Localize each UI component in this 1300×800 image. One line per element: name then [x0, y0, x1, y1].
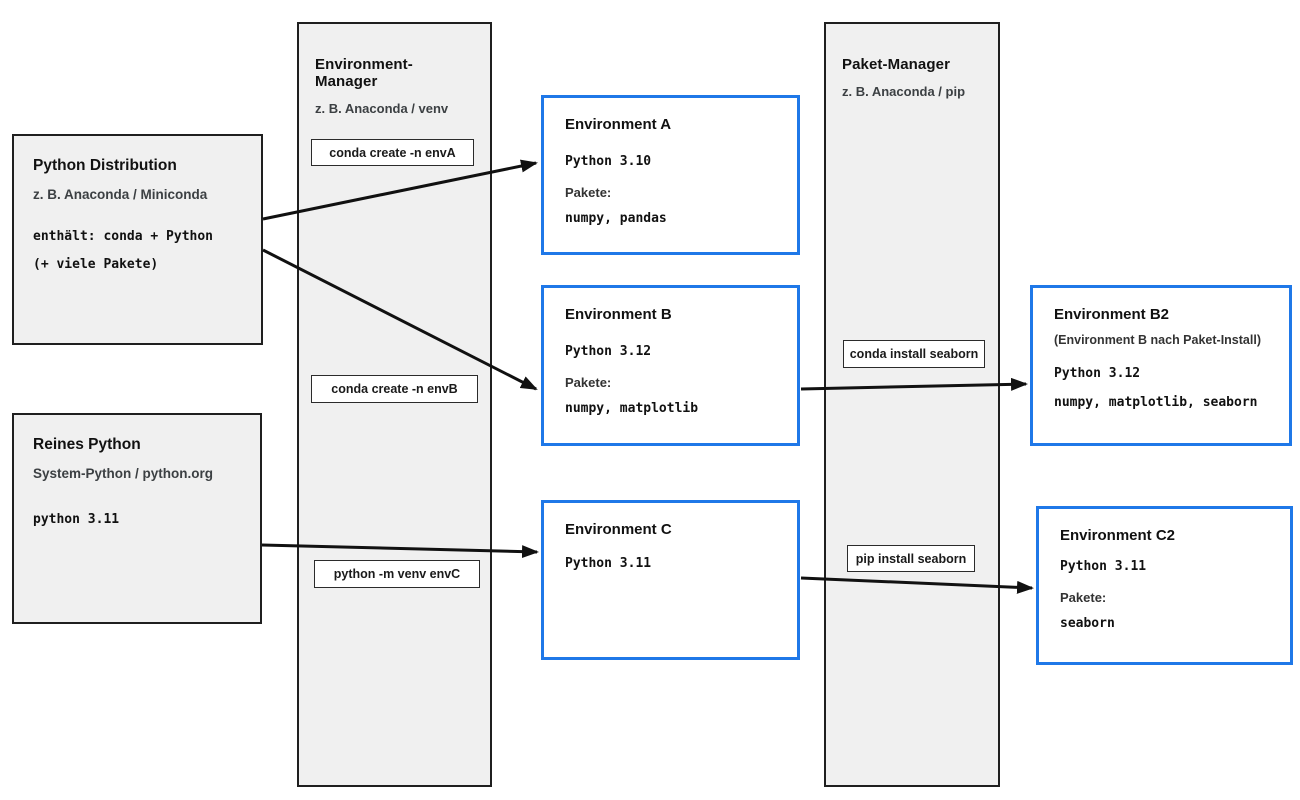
environment-b2-box: Environment B2 (Environment B nach Paket… [1030, 285, 1292, 446]
environment-manager-title: Environment-Manager [315, 56, 413, 90]
environment-c2-box: Environment C2 Python 3.11 Pakete: seabo… [1036, 506, 1293, 665]
environment-b-pakete-label: Pakete: [565, 375, 612, 390]
python-distribution-subtitle: z. B. Anaconda / Miniconda [33, 187, 208, 202]
environment-c-box: Environment C Python 3.11 [541, 500, 800, 660]
reines-python-subtitle: System-Python / python.org [33, 466, 214, 481]
environment-b-box: Environment B Python 3.12 Pakete: numpy,… [541, 285, 800, 446]
environment-c2-pakete-label: Pakete: [1060, 590, 1107, 605]
environment-b2-title: Environment B2 [1054, 306, 1170, 323]
environment-a-packages: numpy, pandas [565, 211, 667, 226]
paket-manager-title: Paket-Manager [842, 56, 951, 73]
environment-b-python-version: Python 3.12 [565, 344, 652, 359]
environment-b2-packages: numpy, matplotlib, seaborn [1054, 395, 1258, 410]
command-conda-install-seaborn: conda install seaborn [843, 340, 985, 368]
environment-c2-title: Environment C2 [1060, 527, 1176, 544]
python-distribution-contents-line: enthält: conda + Python [33, 229, 214, 244]
environment-b2-subtitle: (Environment B nach Paket-Install) [1054, 333, 1261, 347]
environment-a-title: Environment A [565, 116, 672, 133]
environment-a-python-version: Python 3.10 [565, 154, 652, 169]
environment-b2-python-version: Python 3.12 [1054, 366, 1141, 381]
environment-c2-python-version: Python 3.11 [1060, 559, 1147, 574]
paket-manager-subtitle: z. B. Anaconda / pip [842, 84, 966, 99]
environment-c2-packages: seaborn [1060, 616, 1115, 631]
environment-c-python-version: Python 3.11 [565, 556, 652, 571]
python-distribution-box: Python Distribution z. B. Anaconda / Min… [12, 134, 263, 345]
reines-python-title: Reines Python [33, 436, 141, 453]
python-distribution-title: Python Distribution [33, 157, 177, 174]
reines-python-box: Reines Python System-Python / python.org… [12, 413, 262, 624]
reines-python-version-line: python 3.11 [33, 512, 120, 527]
environment-b-title: Environment B [565, 306, 672, 323]
environment-b-packages: numpy, matplotlib [565, 401, 699, 416]
paket-manager-column: Paket-Manager z. B. Anaconda / pip [824, 22, 1000, 787]
environment-a-box: Environment A Python 3.10 Pakete: numpy,… [541, 95, 800, 255]
environment-c-title: Environment C [565, 521, 672, 538]
command-pip-install-seaborn: pip install seaborn [847, 545, 975, 572]
command-create-env-c: python -m venv envC [314, 560, 480, 588]
command-create-env-a: conda create -n envA [311, 139, 474, 166]
environment-manager-column: Environment-Manager z. B. Anaconda / ven… [297, 22, 492, 787]
python-distribution-packages-line: (+ viele Pakete) [33, 257, 159, 272]
command-create-env-b: conda create -n envB [311, 375, 478, 403]
environment-a-pakete-label: Pakete: [565, 185, 612, 200]
environment-manager-subtitle: z. B. Anaconda / venv [315, 101, 449, 116]
